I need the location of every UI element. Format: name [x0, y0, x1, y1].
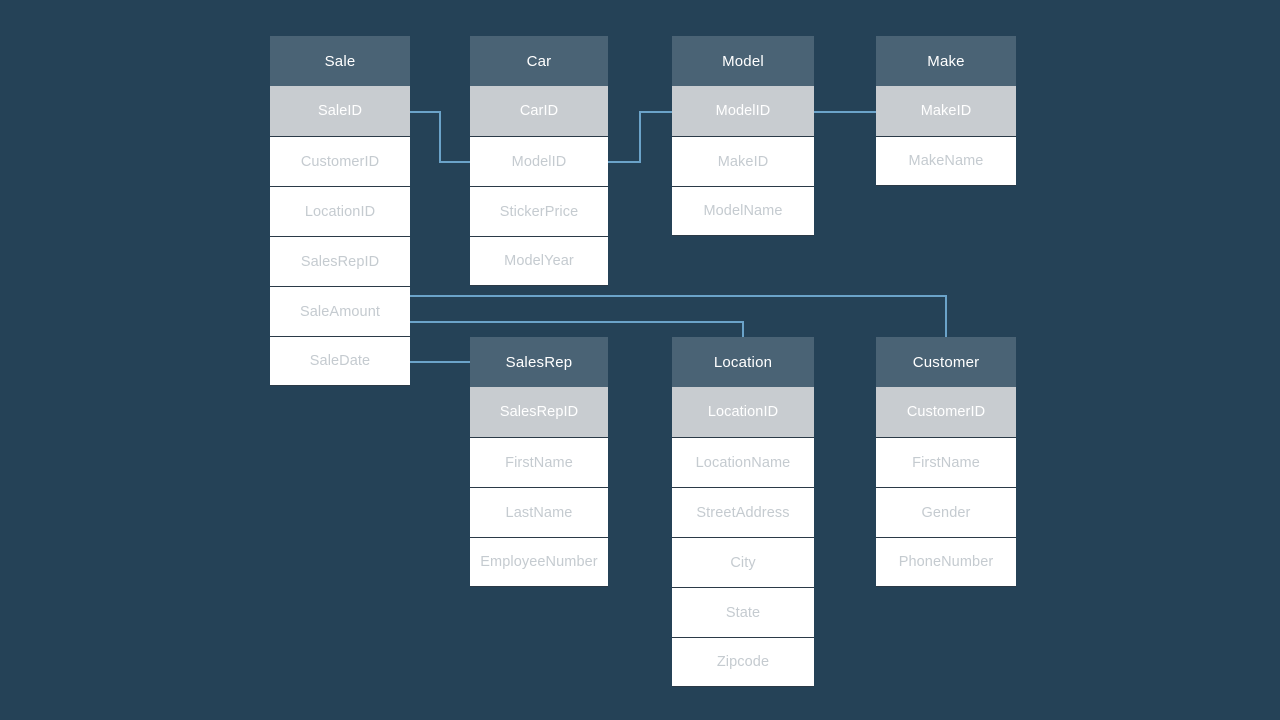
field-sale-2[interactable]: LocationID: [270, 186, 410, 236]
primary-key-field-car-0[interactable]: CarID: [470, 86, 608, 136]
entity-header-model: Model: [672, 36, 814, 86]
field-customer-1[interactable]: FirstName: [876, 437, 1016, 487]
field-customer-3[interactable]: PhoneNumber: [876, 537, 1016, 587]
field-salesrep-2[interactable]: LastName: [470, 487, 608, 537]
primary-key-field-salesrep-0[interactable]: SalesRepID: [470, 387, 608, 437]
field-model-2[interactable]: ModelName: [672, 186, 814, 236]
field-car-3[interactable]: ModelYear: [470, 236, 608, 286]
entity-header-salesrep: SalesRep: [470, 337, 608, 387]
field-model-1[interactable]: MakeID: [672, 136, 814, 186]
relationship-line-car-model: [608, 111, 672, 163]
entity-header-make: Make: [876, 36, 1016, 86]
relationship-line-sale-customer: [410, 295, 947, 337]
entity-header-car: Car: [470, 36, 608, 86]
field-location-4[interactable]: State: [672, 587, 814, 637]
field-location-5[interactable]: Zipcode: [672, 637, 814, 687]
entity-header-customer: Customer: [876, 337, 1016, 387]
entity-header-location: Location: [672, 337, 814, 387]
field-location-2[interactable]: StreetAddress: [672, 487, 814, 537]
field-sale-4[interactable]: SaleAmount: [270, 286, 410, 336]
primary-key-field-make-0[interactable]: MakeID: [876, 86, 1016, 136]
field-car-2[interactable]: StickerPrice: [470, 186, 608, 236]
relationship-line-sale-car: [410, 111, 470, 163]
relationship-line-sale-location: [410, 321, 744, 337]
field-customer-2[interactable]: Gender: [876, 487, 1016, 537]
primary-key-field-sale-0[interactable]: SaleID: [270, 86, 410, 136]
field-salesrep-3[interactable]: EmployeeNumber: [470, 537, 608, 587]
field-location-1[interactable]: LocationName: [672, 437, 814, 487]
field-make-1[interactable]: MakeName: [876, 136, 1016, 186]
entity-header-sale: Sale: [270, 36, 410, 86]
primary-key-field-location-0[interactable]: LocationID: [672, 387, 814, 437]
field-sale-1[interactable]: CustomerID: [270, 136, 410, 186]
field-sale-5[interactable]: SaleDate: [270, 336, 410, 386]
field-car-1[interactable]: ModelID: [470, 136, 608, 186]
field-salesrep-1[interactable]: FirstName: [470, 437, 608, 487]
primary-key-field-model-0[interactable]: ModelID: [672, 86, 814, 136]
primary-key-field-customer-0[interactable]: CustomerID: [876, 387, 1016, 437]
field-location-3[interactable]: City: [672, 537, 814, 587]
field-sale-3[interactable]: SalesRepID: [270, 236, 410, 286]
